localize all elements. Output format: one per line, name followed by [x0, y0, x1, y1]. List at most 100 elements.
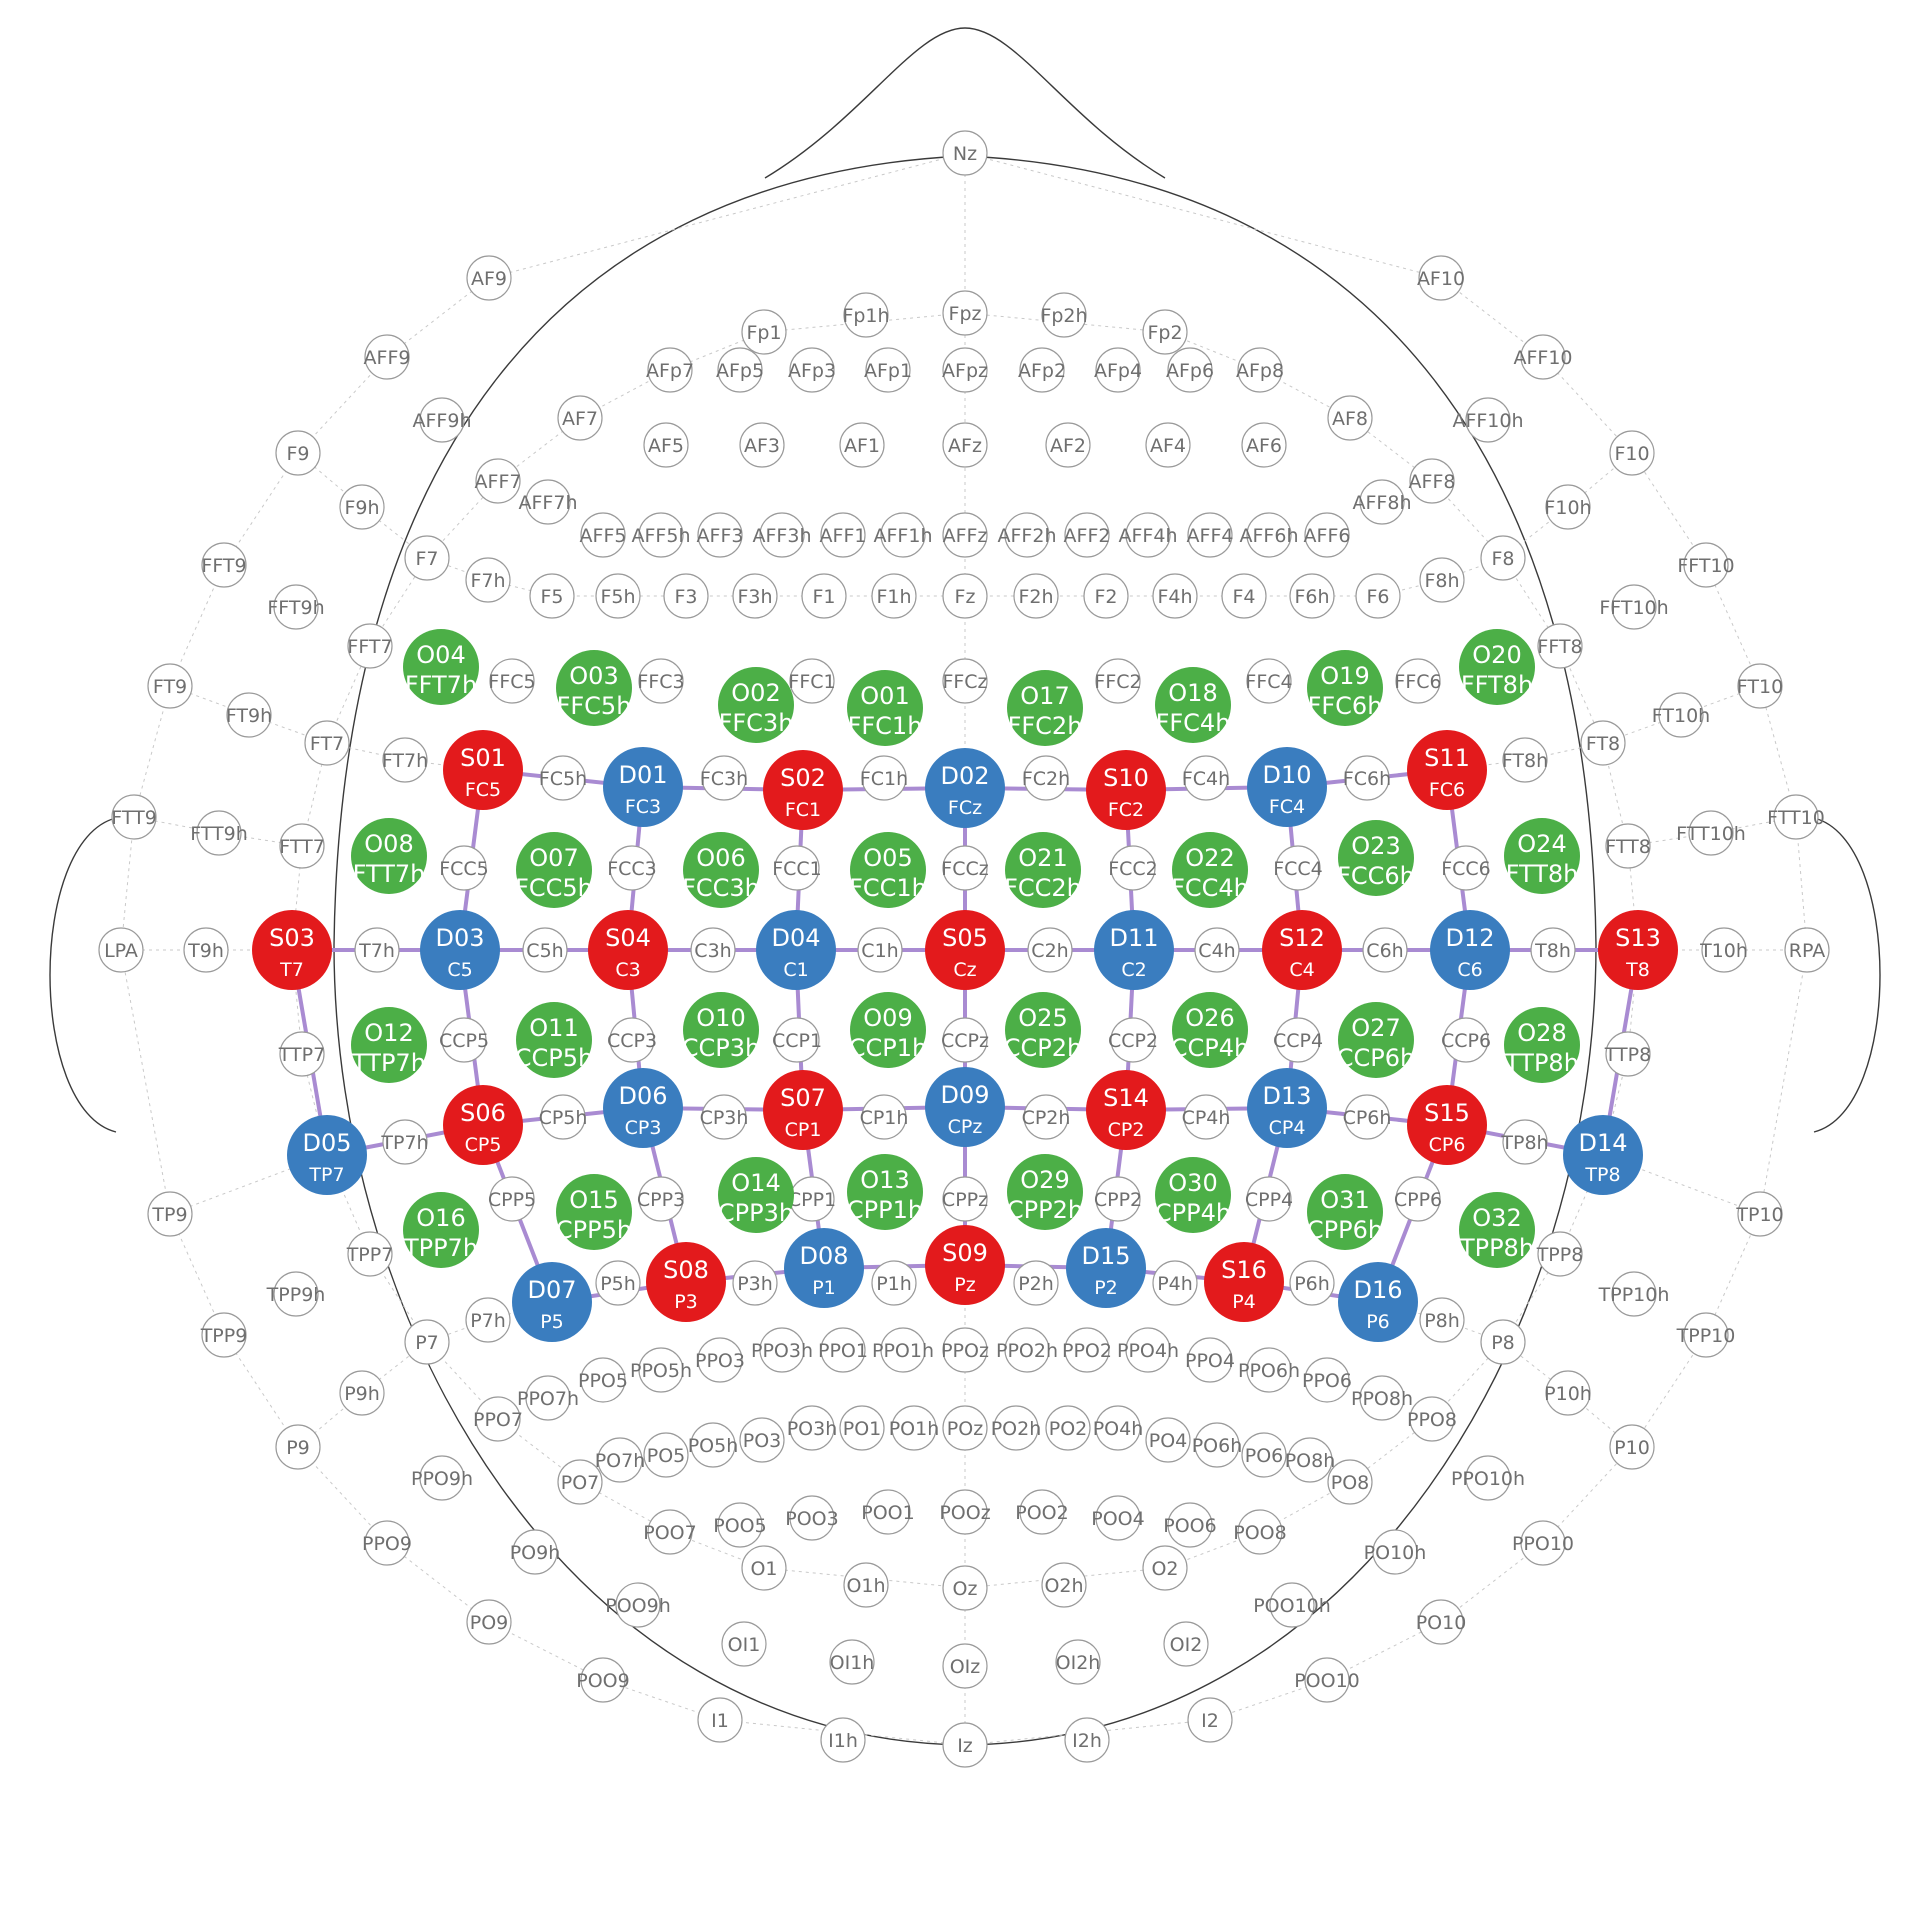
position-label: T7h — [358, 940, 395, 962]
position-label: TPP9h — [266, 1284, 326, 1306]
position-marker — [1611, 584, 1657, 630]
position-cpp2: CPP2 — [1094, 1176, 1142, 1222]
position-p5h: P5h — [595, 1260, 641, 1306]
short-channel-marker — [850, 992, 926, 1068]
position-marker — [1737, 1191, 1783, 1237]
position-ftt10: FTT10 — [1767, 794, 1825, 840]
detector-id-label: D14 — [1578, 1129, 1627, 1157]
position-label: AFF9h — [413, 410, 472, 432]
detector-position-label: C5 — [447, 959, 472, 981]
position-c6h: C6h — [1362, 927, 1408, 973]
position-label: PPO8h — [1351, 1388, 1413, 1410]
position-marker — [942, 290, 988, 336]
position-ppo10h: PPO10h — [1451, 1455, 1525, 1501]
position-po9: PO9 — [466, 1599, 512, 1645]
position-lpa: LPA — [98, 927, 144, 973]
position-label: FFT9 — [201, 555, 246, 577]
position-marker — [441, 845, 487, 891]
position-marker — [1289, 573, 1335, 619]
position-label: TP8h — [1500, 1132, 1548, 1154]
position-ppo5h: PPO5h — [630, 1347, 692, 1393]
position-ft10h: FT10h — [1652, 692, 1710, 738]
position-po6h: PO6h — [1192, 1422, 1242, 1468]
position-p9: P9 — [275, 1424, 321, 1470]
short-channel-marker — [1338, 1002, 1414, 1078]
position-label: FT10h — [1652, 705, 1710, 727]
position-label: CP1h — [860, 1107, 909, 1129]
position-label: P8h — [1424, 1310, 1460, 1332]
short-channel-position-label: CCP2h — [1004, 1034, 1082, 1062]
position-marker — [690, 1422, 736, 1468]
position-marker — [1221, 573, 1267, 619]
position-marker — [843, 1562, 889, 1608]
position-ftt9: FTT9 — [111, 794, 157, 840]
position-label: C6h — [1366, 940, 1403, 962]
position-marker — [1737, 663, 1783, 709]
position-f4: F4 — [1221, 573, 1267, 619]
short-channel-marker — [1007, 1154, 1083, 1230]
detector-position-label: CPz — [948, 1116, 983, 1138]
position-marker — [643, 422, 689, 468]
short-channel-position-label: FCC2h — [1004, 874, 1082, 902]
position-marker — [942, 573, 988, 619]
short-channel-id-label: O16 — [416, 1204, 465, 1232]
position-marker — [98, 927, 144, 973]
position-afpz: AFpz — [942, 347, 988, 393]
position-label: PPO6h — [1238, 1360, 1300, 1382]
position-po3: PO3 — [739, 1417, 785, 1463]
position-marker — [942, 347, 988, 393]
position-label: FCC2 — [1108, 858, 1158, 880]
position-label: TTP7 — [278, 1044, 325, 1066]
short-channel-position-label: CCP4h — [1171, 1034, 1249, 1062]
position-fcc2: FCC2 — [1108, 845, 1158, 891]
position-label: P7h — [470, 1310, 506, 1332]
short-channel-position-label: FFT7h — [405, 671, 477, 699]
position-label: AFp3 — [788, 360, 836, 382]
short-channel-position-label: FCC3h — [682, 874, 760, 902]
position-marker — [865, 347, 911, 393]
position-label: F4 — [1232, 586, 1255, 608]
position-marker — [759, 512, 805, 558]
position-label: AF6 — [1246, 435, 1282, 457]
position-label: AFp5 — [716, 360, 764, 382]
position-marker — [1246, 658, 1292, 704]
position-label: FFC6 — [1394, 671, 1441, 693]
position-ppo2h: PPO2h — [996, 1327, 1058, 1373]
position-label: POO9h — [605, 1595, 671, 1617]
detector-id-label: D10 — [1262, 761, 1311, 789]
detector-position-label: P1 — [812, 1277, 836, 1299]
short-channel-position-label: FFC6h — [1308, 692, 1383, 720]
position-marker — [525, 1375, 571, 1421]
position-cp5h: CP5h — [539, 1094, 587, 1140]
position-marker — [147, 1191, 193, 1237]
position-label: FTT10h — [1676, 823, 1746, 845]
position-oi2: OI2 — [1163, 1621, 1209, 1667]
position-marker — [275, 430, 321, 476]
source-id-label: S05 — [942, 924, 988, 952]
position-label: P7 — [415, 1332, 439, 1354]
position-t10h: T10h — [1699, 927, 1748, 973]
short-channel-id-label: O29 — [1020, 1166, 1069, 1194]
position-fp2: Fp2 — [1142, 309, 1188, 355]
position-label: FFT9h — [267, 597, 324, 619]
position-marker — [942, 845, 988, 891]
position-i2: I2 — [1187, 1697, 1233, 1743]
short-channel-position-label: CCP3h — [682, 1034, 760, 1062]
position-label: AFF8h — [1353, 492, 1412, 514]
position-aff9h: AFF9h — [413, 397, 472, 443]
position-label: P8 — [1491, 1332, 1515, 1354]
position-label: F8h — [1424, 570, 1459, 592]
position-marker — [789, 347, 835, 393]
position-label: FFC2 — [1094, 671, 1141, 693]
position-affz: AFFz — [942, 512, 988, 558]
position-label: AFpz — [942, 360, 988, 382]
position-marker — [466, 1599, 512, 1645]
position-label: O2h — [1044, 1575, 1083, 1597]
